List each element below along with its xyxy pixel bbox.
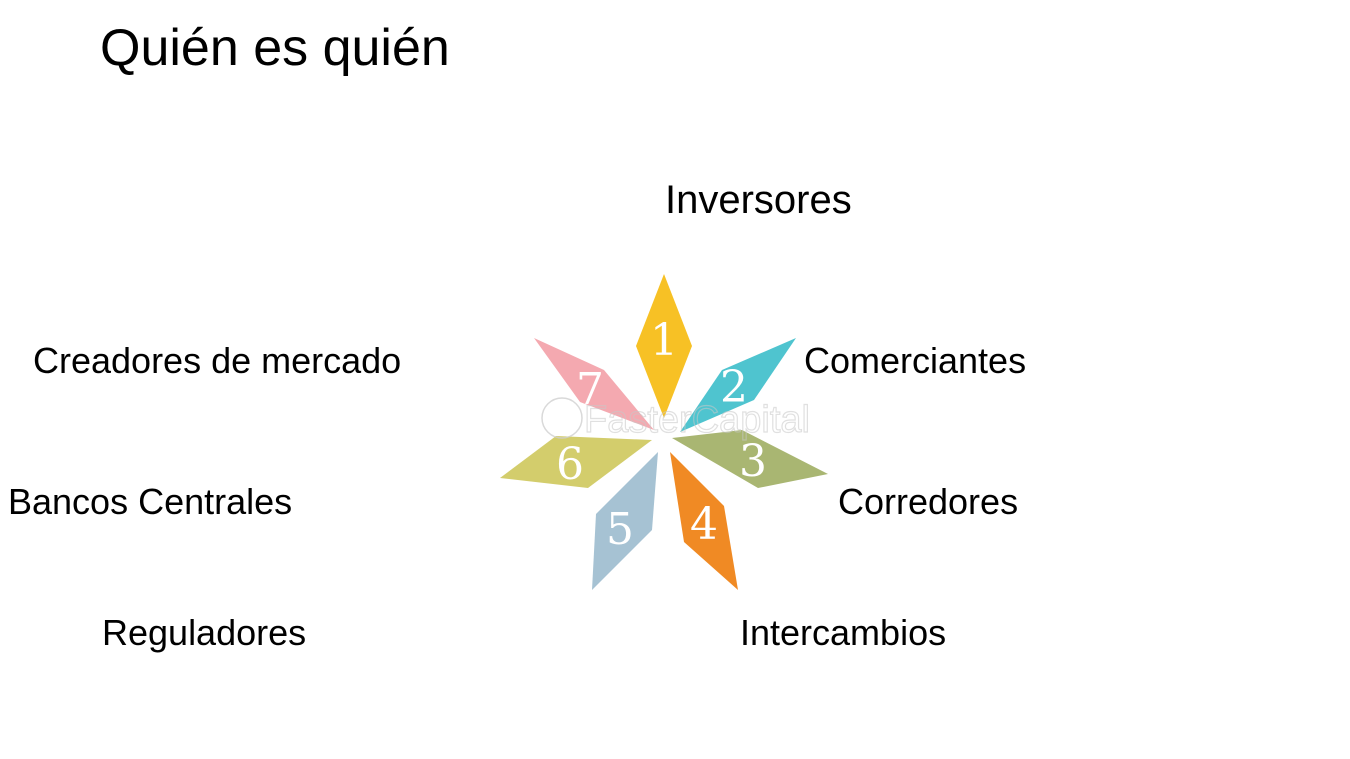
petal-3-number: 3 [739,436,767,487]
slide-title: Quién es quién [100,19,450,77]
petal-3: 3 [672,430,828,488]
label-bancos-centrales: Bancos Centrales [8,481,293,522]
label-intercambios: Intercambios [740,612,947,653]
petal-7-number: 7 [576,364,604,415]
label-creadores-de-mercado: Creadores de mercado [33,340,402,381]
petal-1: 1 [636,274,692,418]
watermark: FasterCapital [541,397,811,442]
watermark-logo-icon [541,397,583,439]
label-reguladores: Reguladores [102,612,307,653]
watermark-text: FasterCapital [584,399,810,441]
petal-2-shape [680,338,796,432]
petal-7: 7 [534,338,654,430]
label-inversores: Inversores [665,178,852,222]
petal-6-number: 6 [556,439,584,490]
label-comerciantes: Comerciantes [804,340,1027,381]
petal-4-number: 4 [690,499,718,550]
petal-6: 6 [500,436,652,490]
petal-2-number: 2 [720,362,748,413]
petal-5: 5 [592,452,658,590]
petal-3-shape [672,430,828,488]
petal-5-shape [592,452,658,590]
petal-6-shape [500,436,652,488]
petal-4: 4 [670,452,738,590]
seven-petal-star-diagram: 1 2 3 4 5 6 7 FasterCapital [500,274,828,590]
petal-4-shape [670,452,738,590]
petal-7-shape [534,338,654,430]
petal-1-number: 1 [650,315,678,366]
label-corredores: Corredores [838,481,1019,522]
petal-5-number: 5 [606,504,634,555]
petal-1-shape [636,274,692,418]
petal-2: 2 [680,338,796,432]
